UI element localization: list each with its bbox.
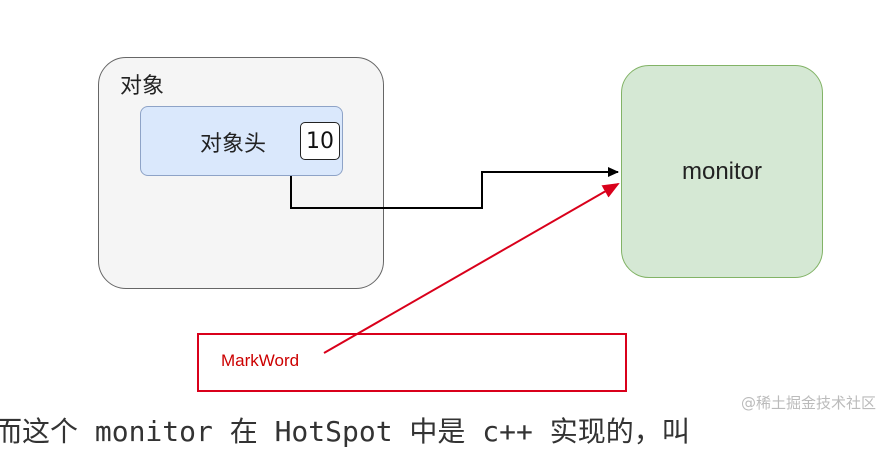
monitor-box: monitor bbox=[621, 65, 823, 278]
object-header-label: 对象头 bbox=[200, 132, 267, 157]
watermark: @稀土掘金技术社区 bbox=[740, 394, 876, 412]
object-label: 对象 bbox=[120, 74, 165, 99]
connectors-layer bbox=[290, 167, 620, 354]
cropped-body-text: 而这个 monitor 在 HotSpot 中是 c++ 实现的，叫 bbox=[0, 415, 690, 448]
monitor-label: monitor bbox=[681, 157, 763, 185]
markword-label: MarkWord bbox=[221, 351, 300, 370]
markword-pointer-arrow bbox=[323, 183, 620, 354]
header-to-monitor-connector bbox=[290, 167, 619, 209]
header-value-badge: 10 bbox=[300, 122, 340, 160]
markword-callout-box bbox=[197, 333, 627, 392]
